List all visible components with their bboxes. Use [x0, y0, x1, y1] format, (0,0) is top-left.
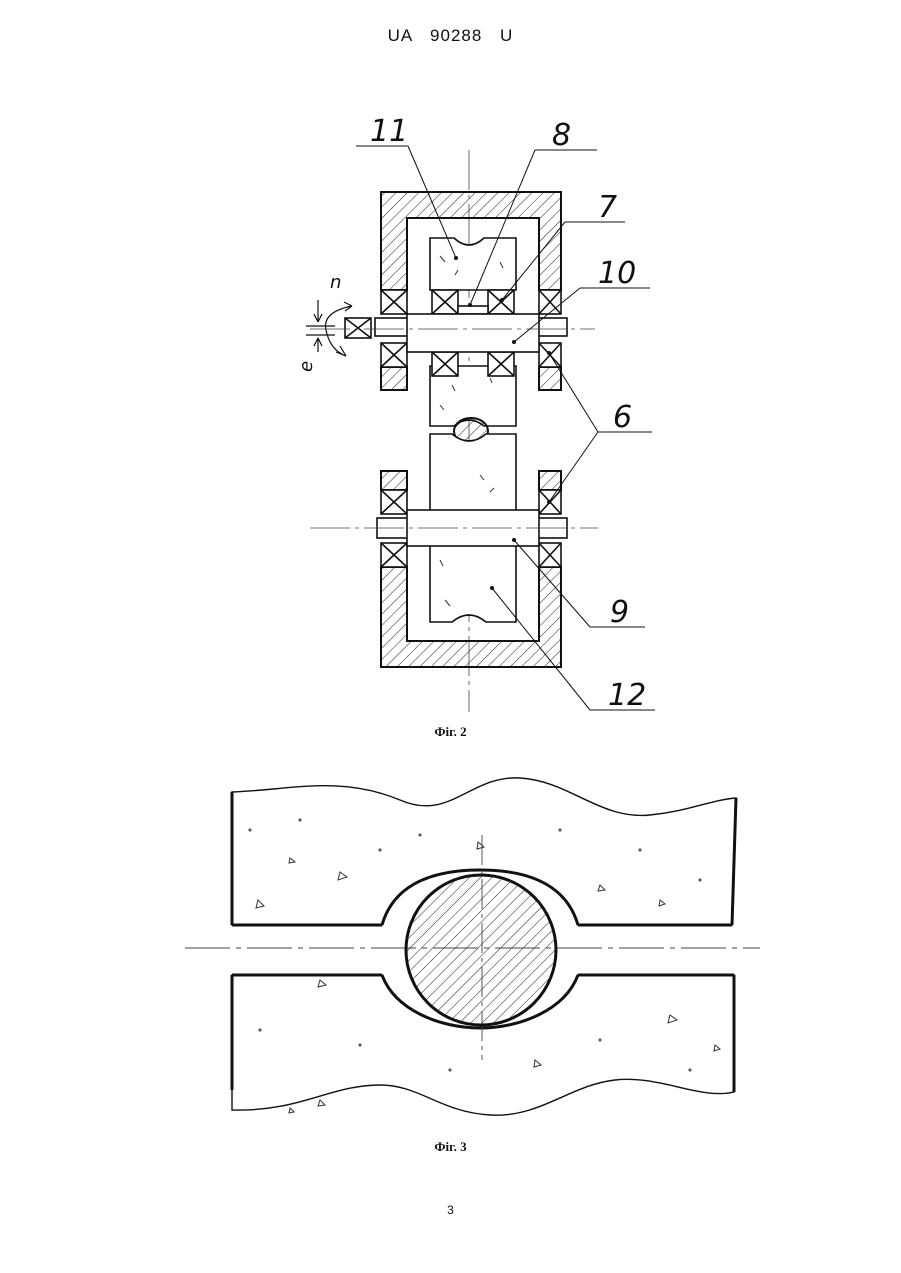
figure-3-drawing [0, 760, 901, 1140]
label-10: 10 [598, 256, 636, 291]
label-7: 7 [598, 190, 617, 225]
upper-shaft [345, 314, 567, 352]
label-9: 9 [610, 595, 629, 630]
fig3-workpiece [406, 875, 556, 1025]
figure-2-drawing: n e 11 8 7 10 6 [0, 0, 901, 730]
page-number: 3 [0, 1203, 901, 1217]
label-8: 8 [552, 118, 571, 153]
label-12: 12 [608, 678, 646, 713]
figure-2-caption: Фіг. 2 [0, 724, 901, 740]
figure-3-caption: Фіг. 3 [0, 1139, 901, 1155]
eccentricity-label-e: e [296, 361, 317, 372]
label-6: 6 [613, 400, 632, 435]
rotation-label-n: n [330, 272, 341, 293]
upper-housing [381, 192, 561, 390]
label-11: 11 [370, 114, 408, 149]
